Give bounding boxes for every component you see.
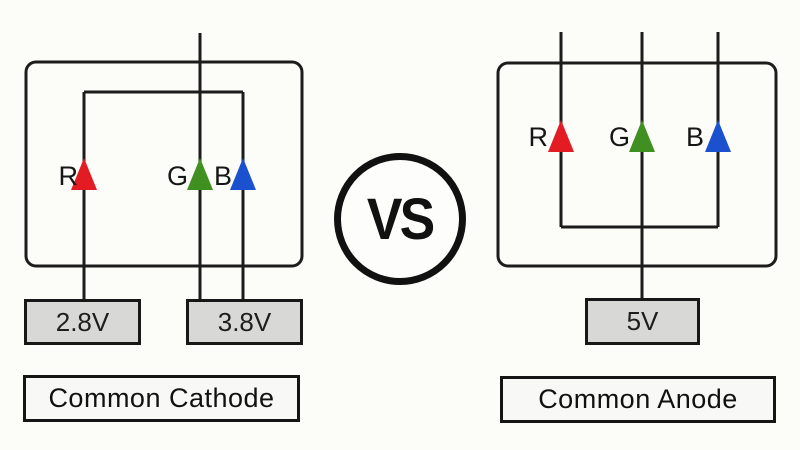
- supply-value-2-8v: 2.8V: [55, 306, 110, 337]
- led-triangle-green-right: [629, 120, 655, 152]
- left-package-outline: [24, 60, 304, 268]
- led-triangle-green-left: [187, 158, 213, 190]
- supply-value-5v: 5V: [626, 306, 659, 336]
- led-label-r-right: R: [528, 122, 549, 152]
- led-label-b-left: B: [213, 161, 232, 191]
- led-label-g-left: G: [166, 161, 188, 191]
- supply-box-3-8v: 3.8V: [186, 299, 303, 345]
- caption-common-anode-label: Common Anode: [538, 384, 738, 414]
- led-triangle-blue-left: [230, 158, 256, 190]
- led-triangle-red-left: [71, 158, 97, 190]
- supply-box-2-8v: 2.8V: [24, 299, 141, 345]
- led-triangle-blue-right: [705, 120, 731, 152]
- vs-label: VS: [367, 186, 435, 252]
- led-triangle-red-right: [548, 120, 574, 152]
- left-circuit-wires: [24, 33, 304, 300]
- supply-value-3-8v: 3.8V: [217, 306, 272, 337]
- led-label-g-right: G: [608, 122, 630, 152]
- caption-common-cathode-label: Common Cathode: [48, 383, 275, 413]
- led-label-b-right: B: [685, 122, 704, 152]
- right-package-outline: [496, 61, 778, 268]
- supply-box-5v: 5V: [585, 298, 700, 345]
- right-circuit-wires: [496, 32, 778, 300]
- led-label-r-left: R: [58, 161, 79, 191]
- vs-badge: VS: [334, 153, 466, 285]
- caption-common-anode: Common Anode: [500, 376, 776, 423]
- caption-common-cathode: Common Cathode: [23, 375, 300, 422]
